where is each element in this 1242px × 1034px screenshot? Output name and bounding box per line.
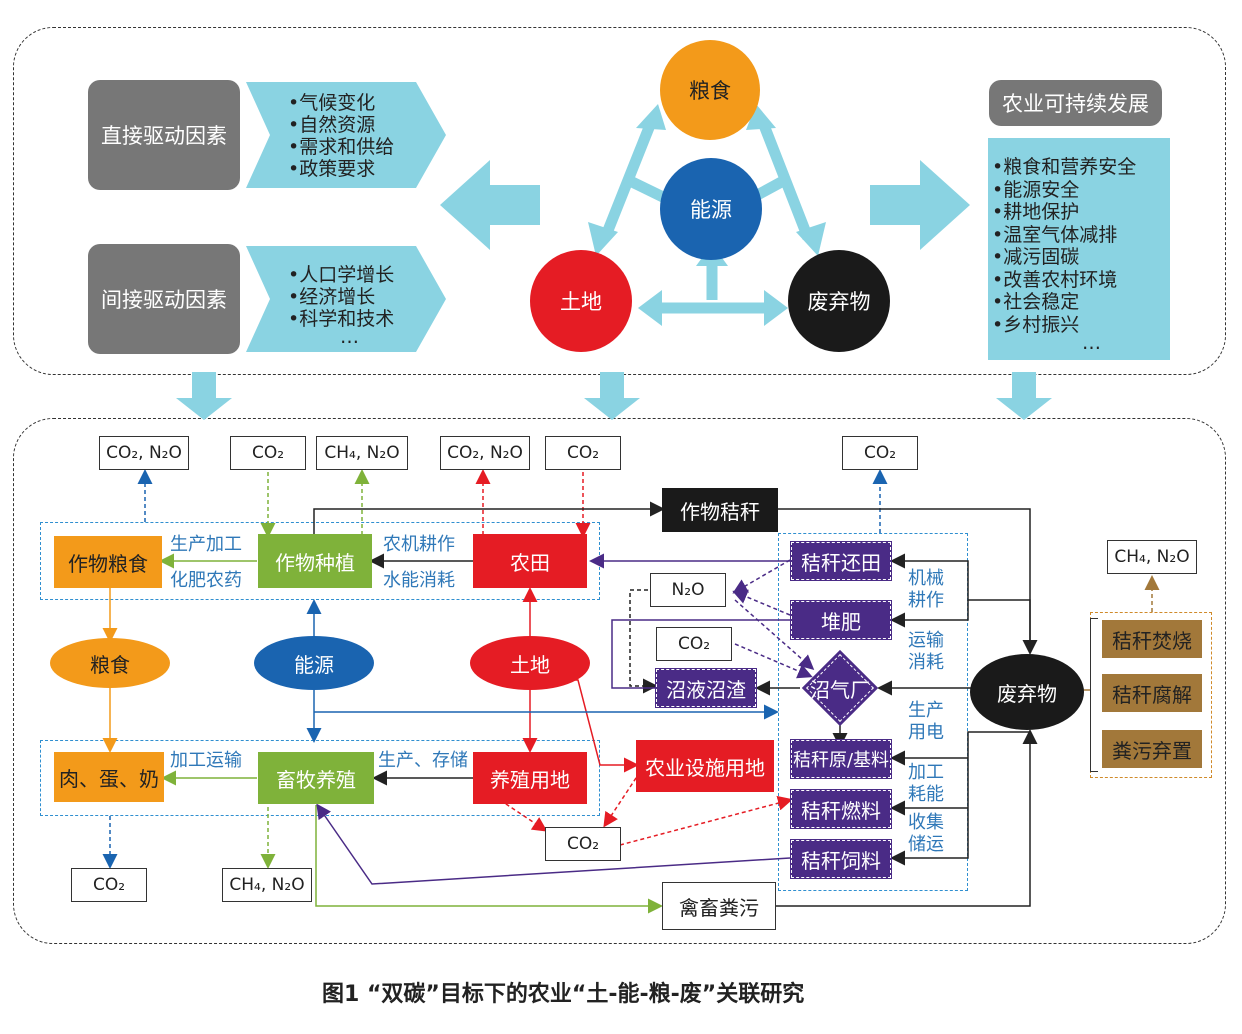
label-power1: 生产 — [908, 700, 944, 721]
label-fertilizer: 化肥农药 — [170, 570, 242, 591]
indirect-item: •人口学增长 — [288, 264, 395, 286]
label-mech: 机械耕作 — [908, 568, 944, 612]
label-collect: 收集储运 — [908, 812, 944, 856]
indirect-drivers-list: •人口学增长 •经济增长 •科学和技术 … — [246, 246, 446, 352]
label-collect2: 储运 — [908, 834, 944, 855]
sustain-item: •减污固碳 — [992, 246, 1080, 268]
label-mech1: 机械 — [908, 568, 944, 589]
direct-item: •自然资源 — [288, 114, 376, 136]
crop-straw-node: 作物秸秆 — [662, 488, 778, 532]
food-circle: 粮食 — [660, 40, 760, 140]
label-trans: 运输消耗 — [908, 630, 944, 674]
compost-node: 堆肥 — [790, 600, 892, 640]
gas-co2: CO₂ — [842, 436, 918, 470]
biogas-residue-node: 沼液沼渣 — [655, 668, 757, 708]
gas-co2: CO₂ — [230, 436, 306, 470]
biogas-plant-label: 沼气厂 — [810, 677, 870, 702]
sustain-item: •乡村振兴 — [992, 313, 1080, 336]
dung-discard-node: 粪污弃置 — [1102, 730, 1202, 768]
left-big-arrow — [440, 160, 540, 250]
waste-circle: 废弃物 — [788, 250, 890, 352]
straw-return-node: 秸秆还田 — [790, 541, 892, 581]
bottom-panel — [13, 418, 1226, 944]
label-mech2: 耕作 — [908, 590, 944, 611]
down-arrow-left — [176, 372, 232, 420]
down-arrow-center — [584, 372, 640, 420]
label-proc: 加工耗能 — [908, 762, 944, 806]
direct-item: •气候变化 — [288, 92, 376, 114]
direct-item: … — [340, 176, 359, 198]
label-water: 水能消耗 — [383, 570, 455, 591]
breeding-land-node: 养殖用地 — [473, 752, 587, 804]
straw-rot-node: 秸秆腐解 — [1102, 674, 1202, 712]
energy-ellipse: 能源 — [254, 636, 374, 690]
energy-circle: 能源 — [660, 158, 762, 260]
biogas-plant-node: 沼气厂 — [801, 649, 879, 727]
crop-planting-node: 作物种植 — [258, 534, 372, 588]
direct-drivers-list: •气候变化 •自然资源 •需求和供给 •政策要求 … — [246, 82, 446, 188]
label-proc2: 耗能 — [908, 784, 944, 805]
direct-item: •需求和供给 — [288, 136, 395, 158]
label-proc1: 加工 — [908, 762, 944, 783]
indirect-item: •科学和技术 — [288, 308, 395, 330]
manure-node: 禽畜粪污 — [662, 882, 776, 930]
label-machinery: 农机耕作 — [383, 534, 455, 555]
sustain-item: •耕地保护 — [992, 201, 1080, 223]
facility-land-node: 农业设施用地 — [636, 740, 774, 792]
livestock-node: 畜牧养殖 — [258, 752, 374, 804]
sustain-item: … — [1082, 332, 1101, 354]
land-ellipse: 土地 — [470, 636, 590, 690]
waste-ellipse: 废弃物 — [970, 654, 1084, 730]
gas-n2o: N₂O — [650, 573, 726, 607]
gas-ch4-n2o: CH₄, N₂O — [1107, 540, 1197, 574]
sustain-item: •改善农村环境 — [992, 268, 1118, 291]
sustainability-title: 农业可持续发展 — [989, 80, 1162, 126]
gas-co2: CO₂ — [545, 827, 621, 861]
label-trans2: 消耗 — [908, 652, 944, 673]
straw-burn-node: 秸秆焚烧 — [1102, 620, 1202, 658]
indirect-item: … — [340, 326, 359, 348]
right-big-arrow — [870, 160, 970, 250]
grain-ellipse: 粮食 — [50, 638, 170, 688]
label-production-storage: 生产、存储 — [378, 750, 468, 771]
indirect-drivers-label: 间接驱动因素 — [88, 244, 240, 354]
direct-drivers-label: 直接驱动因素 — [88, 80, 240, 190]
label-power2: 用电 — [908, 722, 944, 743]
sustain-item: •温室气体减排 — [992, 223, 1118, 246]
gas-co2: CO₂ — [656, 627, 732, 661]
label-collect1: 收集 — [908, 812, 944, 833]
direct-item: •政策要求 — [288, 158, 376, 180]
gas-ch4-n2o: CH₄, N₂O — [222, 868, 312, 902]
down-arrow-right — [996, 372, 1052, 420]
top-arrows — [176, 104, 1052, 420]
label-power: 生产用电 — [908, 700, 944, 744]
residue-bracket — [1090, 618, 1098, 772]
straw-fuel-node: 秸秆燃料 — [790, 789, 892, 829]
label-processing: 生产加工 — [170, 534, 242, 555]
meat-egg-milk-node: 肉、蛋、奶 — [54, 752, 164, 802]
straw-base-node: 秸秆原/基料 — [790, 739, 892, 779]
sustain-item: •能源安全 — [992, 178, 1080, 201]
gas-co2: CO₂ — [545, 436, 621, 470]
sustain-item: •社会稳定 — [992, 291, 1080, 313]
label-trans1: 运输 — [908, 630, 944, 651]
land-circle: 土地 — [530, 250, 632, 352]
gas-co2-n2o: CO₂, N₂O — [440, 436, 530, 470]
farmland-node: 农田 — [473, 534, 587, 588]
gas-co2-n2o: CO₂, N₂O — [99, 436, 189, 470]
sustainability-list: •粮食和营养安全 •能源安全 •耕地保护 •温室气体减排 •减污固碳 •改善农村… — [988, 138, 1170, 360]
crop-grain-node: 作物粮食 — [54, 536, 162, 588]
sustain-item: •粮食和营养安全 — [992, 156, 1137, 178]
straw-feed-node: 秸秆饲料 — [790, 839, 892, 879]
indirect-item: •经济增长 — [288, 286, 376, 308]
gas-co2: CO₂ — [71, 868, 147, 902]
figure-caption: 图1 “双碳”目标下的农业“土-能-粮-废”关联研究 — [322, 982, 805, 1007]
label-transport: 加工运输 — [170, 750, 242, 771]
gas-ch4-n2o: CH₄, N₂O — [316, 436, 408, 470]
